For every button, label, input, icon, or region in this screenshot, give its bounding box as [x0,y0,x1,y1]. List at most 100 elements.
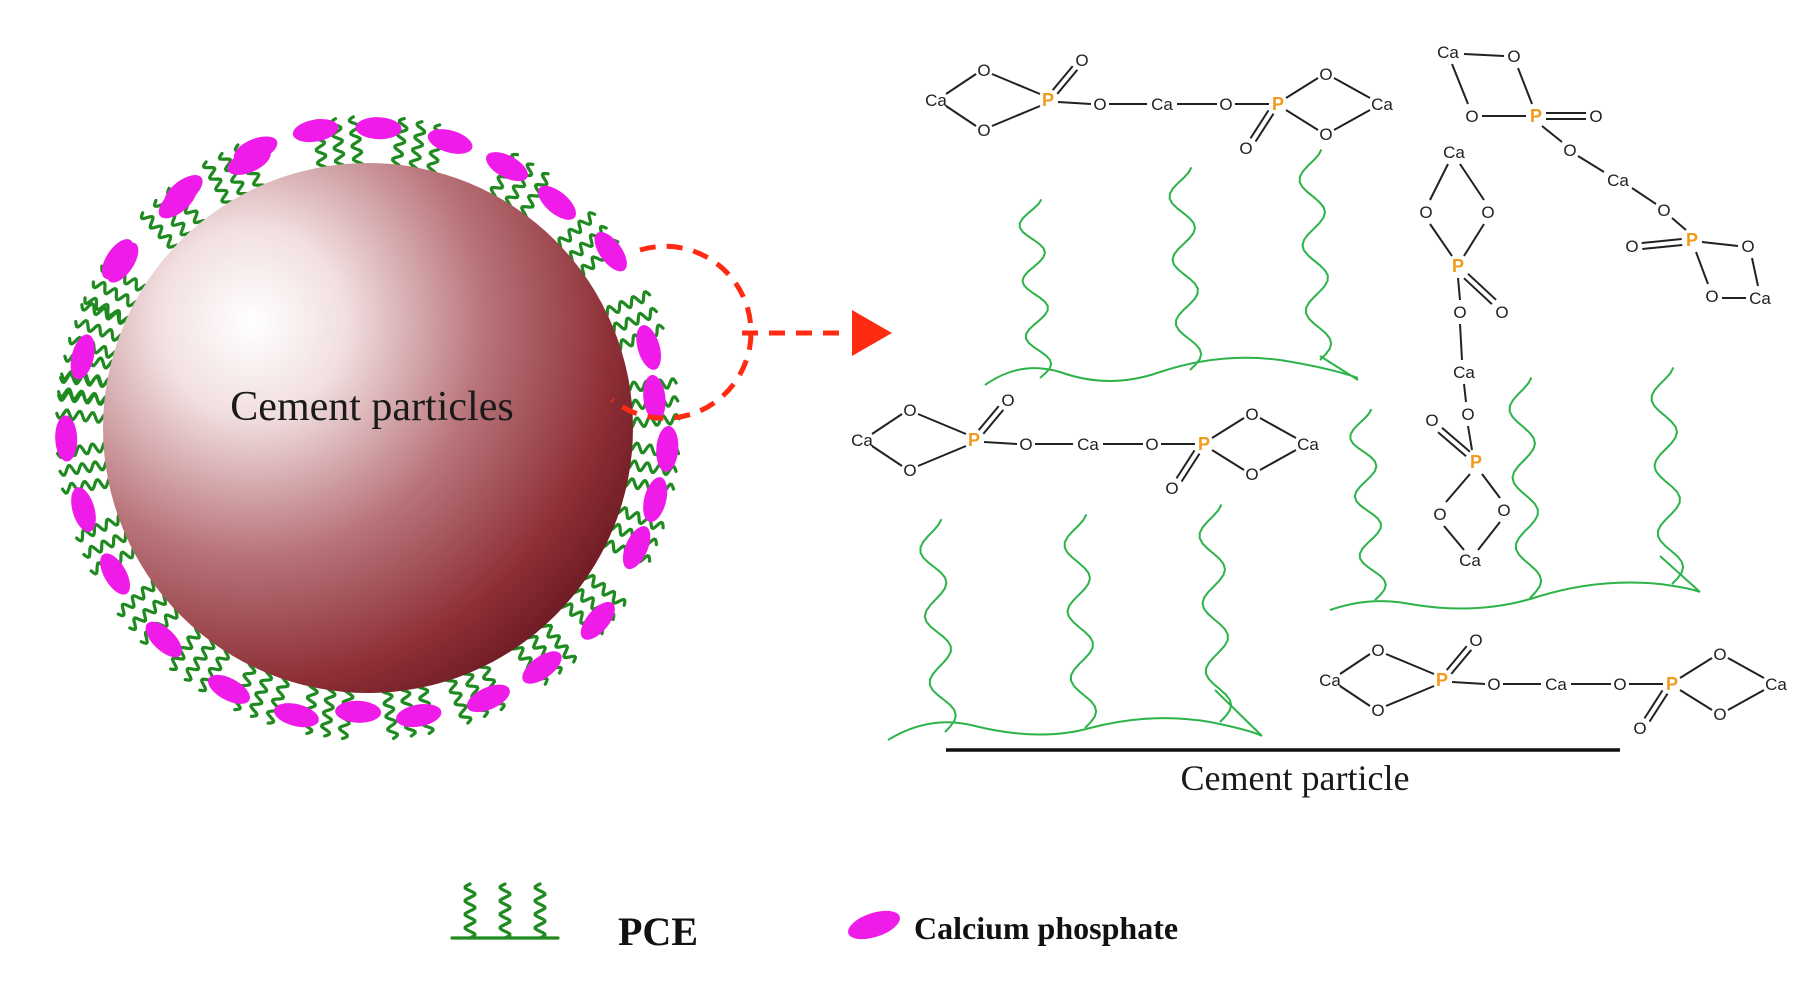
oxygen-atom: O [1093,95,1106,114]
oxygen-atom: O [1713,645,1726,664]
calcium-phosphate-coating [55,117,679,728]
zoom-dashed-circle [610,243,754,421]
phosphorus-atom: P [1452,256,1464,276]
phosphorus-atom: P [1686,230,1698,250]
calcium-phosphate-particle [273,703,319,728]
phosphorus-atom: P [1198,434,1210,454]
calcium-atom: Ca [1443,143,1465,162]
oxygen-atom: O [1425,411,1438,430]
legend: PCE Calcium phosphate [450,882,1178,954]
oxygen-atom: O [1625,237,1638,256]
calcium-atom: Ca [1371,95,1393,114]
calcium-atom: Ca [1151,95,1173,114]
calcium-phosphate-legend-label: Calcium phosphate [914,910,1178,946]
cement-particle-sphere [103,163,633,693]
calcium-phosphate-particle [594,232,627,272]
calcium-phosphate-particle [395,704,442,728]
calcium-atom: Ca [1765,675,1787,694]
calcium-phosphate-particle [100,553,131,595]
oxygen-atom: O [1465,107,1478,126]
calcium-phosphate-particle [158,184,197,219]
calcium-phosphate-particle [145,621,183,658]
oxygen-atom: O [1461,405,1474,424]
calcium-atom: Ca [851,431,873,450]
oxygen-atom: O [1497,501,1510,520]
calcium-atom: Ca [1607,171,1629,190]
calcium-phosphate-particle [522,651,562,684]
oxygen-atom: O [1319,65,1332,84]
oxygen-atom: O [1019,435,1032,454]
oxygen-atom: O [1487,675,1500,694]
calcium-phosphate-particle [292,119,339,143]
calcium-phosphate-particle [486,152,528,182]
cement-particle-assembly: Cement particles [55,115,681,741]
oxygen-atom: O [1613,675,1626,694]
oxygen-atom: O [1507,47,1520,66]
calcium-atom: Ca [925,91,947,110]
phosphorus-atom: P [1530,106,1542,126]
polymer-chain [1329,367,1701,611]
calcium-atom: Ca [1437,43,1459,62]
phosphorus-atom: P [1436,670,1448,690]
calcium-atom: Ca [1459,551,1481,570]
calcium-atom: Ca [1453,363,1475,382]
calcium-phosphate-particle [227,147,271,175]
zoom-indicator [610,243,892,421]
phosphorus-atom: P [968,430,980,450]
oxygen-atom: O [1075,51,1088,70]
polymer-chain [887,504,1263,741]
oxygen-atom: O [1453,303,1466,322]
oxygen-atom: O [1319,125,1332,144]
oxygen-atom: O [977,61,990,80]
polymer-chains [887,149,1701,741]
calcium-atom: Ca [1749,289,1771,308]
calcium-phosphate-particle [643,374,666,421]
calcium-atom: Ca [1319,671,1341,690]
calcium-phosphate-particle [656,425,679,472]
calcium-phosphate-particle [427,129,473,154]
calcium-phosphate-particle [643,477,668,523]
oxygen-atom: O [1419,203,1432,222]
oxygen-atom: O [1145,435,1158,454]
calcium-phosphate-particle [622,526,651,570]
oxygen-atom: O [977,121,990,140]
oxygen-atom: O [1741,237,1754,256]
oxygen-atom: O [1371,641,1384,660]
oxygen-atom: O [1165,479,1178,498]
phosphorus-atom: P [1042,90,1054,110]
oxygen-atom: O [1713,705,1726,724]
oxygen-atom: O [903,401,916,420]
oxygen-atom: O [1245,465,1258,484]
oxygen-atom: O [1469,631,1482,650]
cement-particle-label: Cement particle [1181,758,1410,798]
oxygen-atom: O [1433,505,1446,524]
oxygen-atom: O [1371,701,1384,720]
calcium-phosphate-particle [580,601,615,640]
calcium-phosphate-particle [636,325,662,370]
calcium-atom: Ca [1077,435,1099,454]
oxygen-atom: O [903,461,916,480]
oxygen-atom: O [1705,287,1718,306]
oxygen-atom: O [1239,139,1252,158]
calcium-atom: Ca [1545,675,1567,694]
calcium-phosphate-particle [70,334,95,380]
phosphorus-atom: P [1666,674,1678,694]
cement-particles-label: Cement particles [230,384,513,430]
calcium-phosphate-particle [355,117,402,140]
calcium-phosphate-particle [335,700,382,723]
oxygen-atom: O [1481,203,1494,222]
oxygen-atom: O [1219,95,1232,114]
phosphorus-atom: P [1470,452,1482,472]
phosphorus-atom: P [1272,94,1284,114]
calcium-phosphate-particle [71,487,96,532]
oxygen-atom: O [1657,201,1670,220]
oxygen-atom: O [1245,405,1258,424]
